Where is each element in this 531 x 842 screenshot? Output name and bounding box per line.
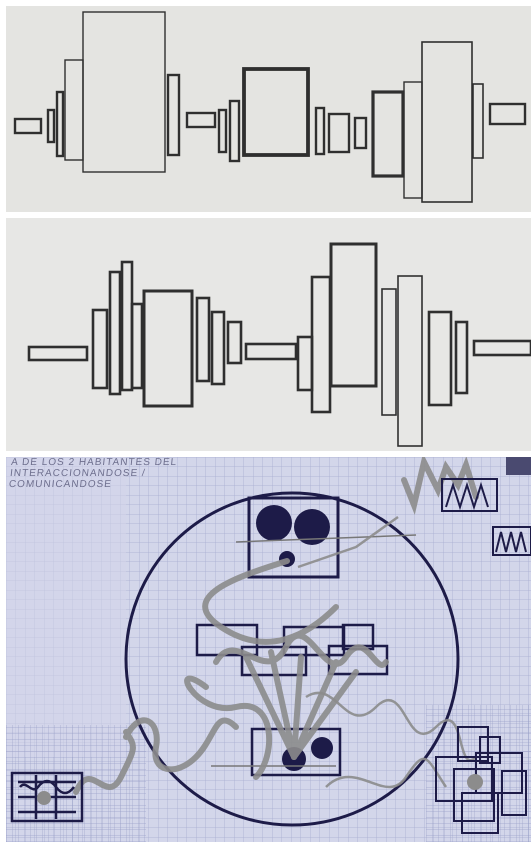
rectangles-drawing-2 [6, 218, 531, 451]
drawing-panel-3: A DE LOS 2 HABITANTES DEL INTERACCIONAND… [6, 457, 531, 842]
drawing-panel-2 [6, 218, 531, 451]
grid-paper-drawing [6, 457, 531, 842]
caption-line-1: A DE LOS 2 HABITANTES DEL [11, 457, 252, 468]
caption-line-2: INTERACCIONANDOSE / [9, 468, 250, 479]
handwritten-caption: A DE LOS 2 HABITANTES DEL INTERACCIONAND… [8, 457, 251, 490]
shape-rect [15, 119, 41, 133]
drawing-panel-1 [6, 6, 531, 212]
caption-line-3: COMUNICANDOSE [8, 479, 249, 490]
rectangles-drawing-1 [6, 6, 531, 212]
